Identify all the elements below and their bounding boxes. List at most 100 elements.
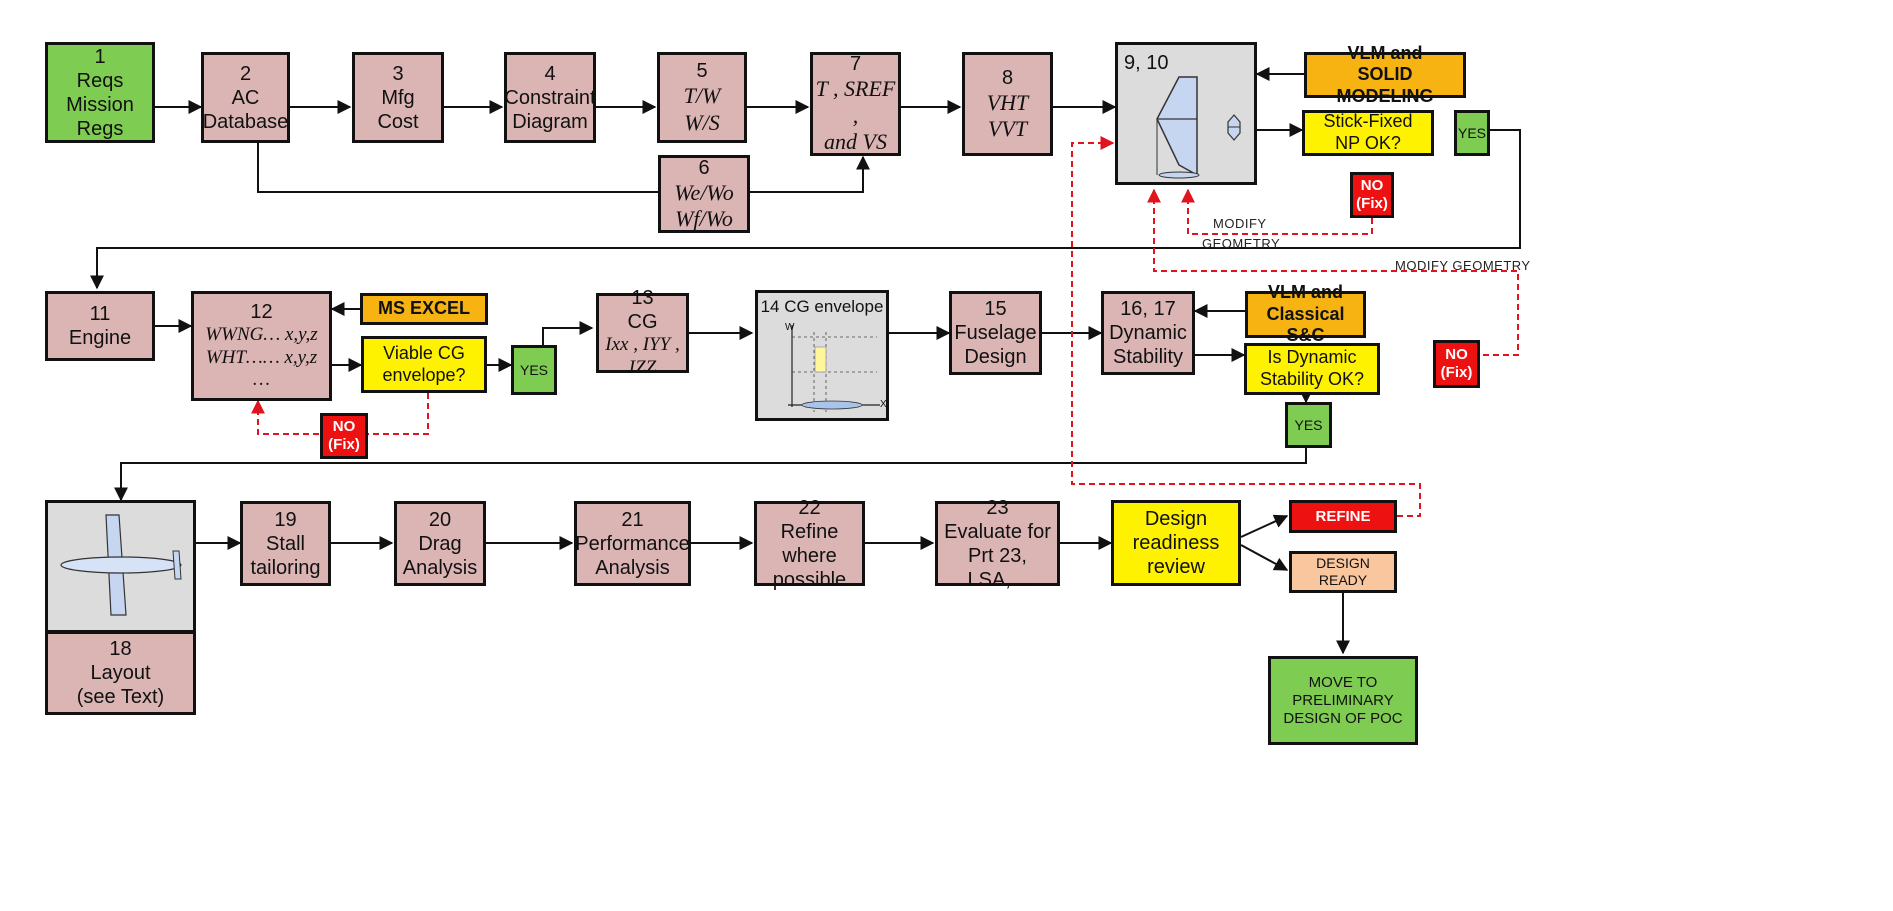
readiness-line3: review (1147, 556, 1205, 578)
box-6-line1: We/Wo (674, 179, 734, 205)
box-6-number: 6 (698, 156, 710, 179)
box-14-title: 14 CG envelope (760, 297, 884, 316)
box-14-cg-envelope: 14 CG envelope W X (755, 290, 889, 421)
box-20-number: 20 (428, 508, 452, 531)
box-4-line2: Diagram (512, 110, 588, 133)
box-21-number: 21 (621, 508, 644, 531)
move-line1: MOVE TO (1308, 673, 1378, 691)
box-13-line1: CG (627, 311, 658, 334)
design-ready-line2: READY (1318, 572, 1368, 588)
box-3-line1: Mfg (381, 86, 415, 109)
box-6-line2: Wf/Wo (675, 206, 733, 231)
no-cg-fix-box: NO (Fix) (320, 413, 368, 459)
yes-dyn-box: YES (1285, 402, 1332, 448)
box-4-number: 4 (544, 62, 556, 85)
box-16-number: 16, 17 (1120, 298, 1176, 320)
box-2-line1: AC (231, 86, 260, 109)
readiness-line1: Design (1144, 508, 1208, 530)
tool-vlm-classical-sc: VLM and Classical S&C (1245, 282, 1366, 345)
cg-axis-x-label: X (880, 399, 887, 410)
box-12-line1: WWNG… x,y,z (205, 323, 318, 345)
no-cg-line2: (Fix) (328, 436, 360, 453)
box-23-line2: Prt 23, LSA,... (967, 544, 1028, 591)
decision-dynamic-stability: Is Dynamic Stability OK? (1244, 343, 1380, 395)
arrow-yes-13 (542, 321, 594, 345)
box-5-number: 5 (696, 60, 708, 83)
arrow-readiness-refine (1240, 514, 1289, 538)
yes-cg-label: YES (519, 361, 548, 378)
box-13-cg-inertia: 13 CG Ixx , IYY , IZZ (596, 287, 689, 378)
box-21-line1: Performance (575, 532, 690, 555)
refine-label: REFINE (1315, 507, 1371, 525)
box-8-line2: VVT (987, 116, 1028, 141)
tool-vlm-solid-modeling: VLM and SOLID MODELING (1304, 43, 1466, 106)
box-4-line1: Constraint (504, 86, 596, 109)
box-16-line2: Stability (1112, 346, 1184, 368)
box-3-number: 3 (392, 62, 404, 85)
box-1-requirements: 1 Reqs Mission Regs (45, 42, 155, 143)
box-2-number: 2 (239, 62, 252, 85)
box-16-line1: Dynamic (1109, 322, 1187, 344)
box-18-layout: 18 Layout (see Text) (45, 631, 196, 715)
decision-viable-cg: Viable CG envelope? (361, 336, 487, 393)
box-7-line1: T , SREF , (815, 76, 896, 128)
box-19-line1: Stall (266, 532, 305, 555)
box-2-line2: Database (202, 110, 289, 133)
box-22-line1: Refine where (780, 520, 839, 567)
box-23-line1: Evaluate for (944, 520, 1051, 543)
cg-envelope-chart-icon (788, 325, 880, 412)
modify-geometry-label-1a: MODIFY (1213, 216, 1267, 231)
box-5-line1: T/W (683, 83, 721, 109)
box-12-weight-breakdown: 12 WWNG… x,y,z WHT…… x,y,z … (191, 291, 332, 401)
box-12-line2: WHT…… x,y,z (205, 346, 318, 368)
decision-stick-fixed-np: Stick-Fixed NP OK? (1302, 110, 1434, 156)
box-6-weight-fractions: 6 We/Wo Wf/Wo (658, 155, 750, 233)
no-dyn-line2: (Fix) (1440, 364, 1473, 381)
decision-dyn-line2: Stability OK? (1259, 369, 1365, 389)
box-16-17-dynamic-stability: 16, 17 Dynamic Stability (1101, 291, 1195, 375)
box-12-line3: … (253, 369, 270, 391)
box-15-line1: Fuselage (954, 322, 1037, 344)
tool-vlm-classical-line2: Classical S&C (1266, 303, 1345, 346)
decision-stick-fixed-line2: NP OK? (1335, 133, 1401, 153)
readiness-line2: readiness (1132, 532, 1220, 554)
box-20-drag-analysis: 20 Drag Analysis (394, 501, 486, 586)
box-18-layout-image (45, 500, 196, 633)
feedback-np-fix (1181, 188, 1373, 235)
box-20-line1: Drag (418, 532, 462, 555)
box-4-constraint-diagram: 4 Constraint Diagram (504, 52, 596, 143)
box-15-number: 15 (984, 298, 1007, 320)
design-readiness-review: Design readiness review (1111, 500, 1241, 586)
box-18-line2: (see Text) (76, 686, 165, 708)
airplane-planform-icon (59, 513, 182, 616)
box-23-evaluate: 23 Evaluate for Prt 23, LSA,... (935, 497, 1060, 591)
box-11-line1: Engine (68, 327, 132, 349)
design-ready-box: DESIGN READY (1289, 551, 1397, 593)
yes-np-label: YES (1457, 124, 1486, 141)
box-21-line2: Analysis (595, 556, 670, 579)
box-22-number: 22 (798, 496, 821, 519)
no-dyn-fix-box: NO (Fix) (1433, 340, 1480, 388)
move-to-preliminary-design: MOVE TO PRELIMINARY DESIGN OF POC (1268, 656, 1418, 745)
no-dyn-line1: NO (1445, 346, 1468, 363)
box-20-line2: Analysis (402, 556, 478, 579)
arrow-yes-11 (90, 129, 1521, 290)
wing-planform-icon (1156, 76, 1241, 179)
yes-np-box: YES (1454, 110, 1490, 156)
move-line2: PRELIMINARY (1292, 691, 1394, 709)
tool-ms-excel-label: MS EXCEL (377, 298, 470, 319)
box-19-line2: tailoring (250, 556, 321, 579)
box-15-line2: Design (964, 346, 1027, 368)
box-2-ac-database: 2 AC Database (201, 52, 290, 143)
box-18-number: 18 (109, 638, 132, 660)
box-22-line2: possible (772, 568, 847, 591)
box-1-line1: Reqs (76, 69, 124, 92)
modify-geometry-label-2: MODIFY GEOMETRY (1395, 258, 1531, 273)
box-22-refine: 22 Refine where possible (754, 497, 865, 591)
box-5-thrust-wing-loading: 5 T/W W/S (657, 52, 747, 143)
tool-ms-excel: MS EXCEL (360, 293, 488, 325)
tool-vlm-classical-line1: VLM and (1268, 282, 1343, 303)
box-3-mfg-cost: 3 Mfg Cost (352, 52, 444, 143)
box-5-line2: W/S (684, 109, 720, 135)
